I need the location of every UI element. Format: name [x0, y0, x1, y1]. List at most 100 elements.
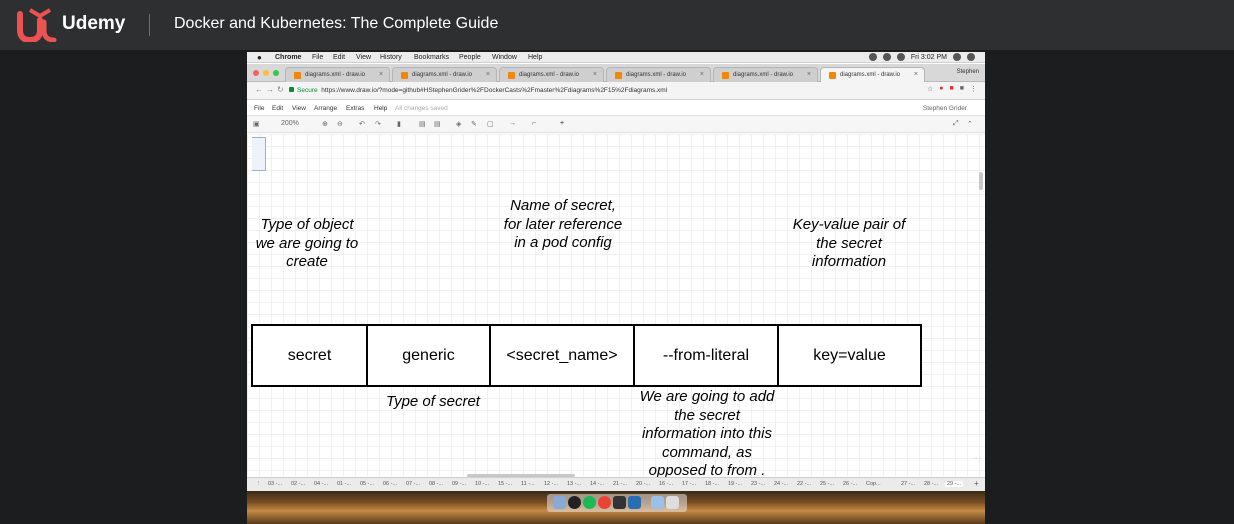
page-tab[interactable]: 13 -...	[567, 481, 582, 487]
page-tab[interactable]: 11 -...	[521, 481, 535, 487]
partial-shape[interactable]	[252, 137, 266, 171]
page-tab[interactable]: 26 -...	[843, 481, 858, 487]
drawio-user[interactable]: Stephen Grider	[922, 105, 967, 112]
mac-menu-help[interactable]: Help	[528, 54, 543, 61]
page-tab[interactable]: 25 -...	[820, 481, 835, 487]
close-window-icon[interactable]	[253, 70, 259, 76]
udemy-brand[interactable]: Udemy	[62, 13, 126, 34]
mac-clock[interactable]: Fri 3:02 PM	[910, 53, 947, 61]
udemy-logo-icon[interactable]	[14, 8, 58, 42]
redo-icon[interactable]: ↷	[375, 121, 381, 128]
browser-tab[interactable]: diagrams.xml - draw.io×	[606, 67, 711, 82]
mac-menu-history[interactable]: History	[380, 54, 402, 61]
list-icon[interactable]	[967, 53, 975, 61]
chrome-menu-icon[interactable]: ⋮	[970, 86, 977, 93]
browser-tab[interactable]: diagrams.xml - draw.io×	[392, 67, 497, 82]
page-tab[interactable]: 08 -...	[429, 481, 444, 487]
insert-icon[interactable]: +	[560, 120, 565, 127]
page-tab[interactable]: 20 -...	[636, 481, 651, 487]
apple-icon[interactable]: ●	[257, 53, 262, 62]
page-tab[interactable]: 04 -...	[314, 481, 329, 487]
page-tab[interactable]: 24 -...	[774, 481, 789, 487]
page-tab[interactable]: 18 -...	[705, 481, 720, 487]
mac-menu-file[interactable]: File	[312, 54, 324, 61]
drawio-menu-arrange[interactable]: Arrange	[314, 105, 338, 112]
close-tab-icon[interactable]: ×	[485, 71, 490, 78]
wifi-icon[interactable]	[896, 53, 905, 61]
page-tab[interactable]: 23 -...	[751, 481, 766, 487]
page-tab[interactable]: 03 -...	[268, 481, 283, 487]
page-tab[interactable]: 06 -...	[383, 481, 398, 487]
page-tab[interactable]: 21 -...	[613, 481, 628, 487]
delete-icon[interactable]: ▮	[397, 121, 401, 128]
page-tab[interactable]: 27 -...	[901, 481, 916, 487]
fill-color-icon[interactable]: ◈	[456, 121, 462, 128]
bookmark-star-icon[interactable]: ☆	[927, 86, 934, 93]
page-tab[interactable]: Cop...	[866, 481, 881, 487]
cell-key-value[interactable]: key=value	[813, 346, 886, 364]
close-tab-icon[interactable]: ×	[699, 71, 704, 78]
note-name-of-secret[interactable]: Name of secret, for later reference in a…	[503, 197, 623, 251]
browser-tab-active[interactable]: diagrams.xml - draw.io×	[820, 67, 925, 82]
finder-icon[interactable]	[553, 496, 566, 509]
browser-tab[interactable]: diagrams.xml - draw.io×	[499, 67, 604, 82]
mac-menu-bookmarks[interactable]: Bookmarks	[414, 54, 450, 61]
page-tab[interactable]: 16 -...	[659, 481, 674, 487]
browser-tab[interactable]: diagrams.xml - draw.io×	[713, 67, 818, 82]
extension-icon[interactable]: ■	[959, 85, 964, 92]
url-field[interactable]: Secure https://www.draw.io/?mode=github#…	[289, 85, 889, 97]
page-tab[interactable]: 05 -...	[360, 481, 375, 487]
cell-from-literal[interactable]: --from-literal	[635, 326, 779, 385]
cell-secret[interactable]: secret	[253, 326, 368, 385]
drawio-menu-extras[interactable]: Extras	[346, 105, 365, 112]
note-key-value[interactable]: Key-value pair of the secret information	[792, 216, 906, 270]
folder-icon[interactable]	[651, 496, 664, 509]
page-tab-active[interactable]: 29 -...	[945, 481, 964, 487]
close-tab-icon[interactable]: ×	[378, 71, 383, 78]
page-menu-icon[interactable]: ⋮	[256, 481, 262, 487]
zoom-window-icon[interactable]	[273, 70, 279, 76]
spotify-icon[interactable]	[583, 496, 596, 509]
page-tab[interactable]: 17 -...	[682, 481, 697, 487]
drawio-menu-help[interactable]: Help	[374, 105, 388, 112]
shadow-icon[interactable]: ▢	[487, 121, 494, 128]
note-type-of-object[interactable]: Type of object we are going to create	[255, 216, 359, 270]
extension-icon[interactable]: ●	[939, 85, 944, 92]
page-tab[interactable]: 02 -...	[291, 481, 306, 487]
to-back-icon[interactable]: ▤	[434, 121, 441, 128]
page-tab[interactable]: 07 -...	[406, 481, 421, 487]
waypoints-icon[interactable]: ⌐	[532, 120, 537, 127]
page-tab[interactable]: 12 -...	[544, 481, 559, 487]
add-page-icon[interactable]: +	[974, 479, 979, 488]
connection-icon[interactable]: →	[509, 120, 516, 127]
page-tab[interactable]: 28 -...	[924, 481, 939, 487]
status-icon[interactable]	[868, 53, 877, 61]
chrome-profile[interactable]: Stephen	[956, 69, 979, 75]
mac-menu-edit[interactable]: Edit	[333, 54, 346, 61]
reload-icon[interactable]: ↻	[277, 85, 284, 94]
page-tab[interactable]: 14 -...	[590, 481, 605, 487]
back-icon[interactable]: ←	[255, 85, 263, 94]
spotlight-icon[interactable]	[953, 53, 961, 61]
terminal-icon[interactable]	[613, 496, 626, 509]
close-tab-icon[interactable]: ×	[592, 71, 597, 78]
horizontal-scrollbar[interactable]	[467, 474, 575, 477]
page-tab[interactable]: 19 -...	[728, 481, 743, 487]
minimize-window-icon[interactable]	[263, 70, 269, 76]
collapse-icon[interactable]: ⌃	[967, 121, 973, 128]
close-tab-icon[interactable]: ×	[913, 71, 918, 78]
browser-tab[interactable]: diagrams.xml - draw.io×	[285, 67, 390, 82]
page-tab[interactable]: 10 -...	[475, 481, 490, 487]
mac-menu-window[interactable]: Window	[492, 54, 517, 61]
note-type-of-secret[interactable]: Type of secret	[386, 393, 480, 410]
fullscreen-icon[interactable]: ⤢	[953, 120, 959, 127]
forward-icon[interactable]: →	[266, 85, 274, 94]
zoom-out-icon[interactable]: ⊖	[337, 121, 343, 128]
page-tab[interactable]: 22 -...	[797, 481, 812, 487]
mac-menu-view[interactable]: View	[356, 54, 372, 61]
cell-secret-name[interactable]: <secret_name>	[491, 326, 635, 385]
vscode-icon[interactable]	[628, 496, 641, 509]
line-color-icon[interactable]: ✎	[471, 121, 477, 128]
trash-icon[interactable]	[666, 496, 679, 509]
status-icon[interactable]	[882, 53, 891, 61]
